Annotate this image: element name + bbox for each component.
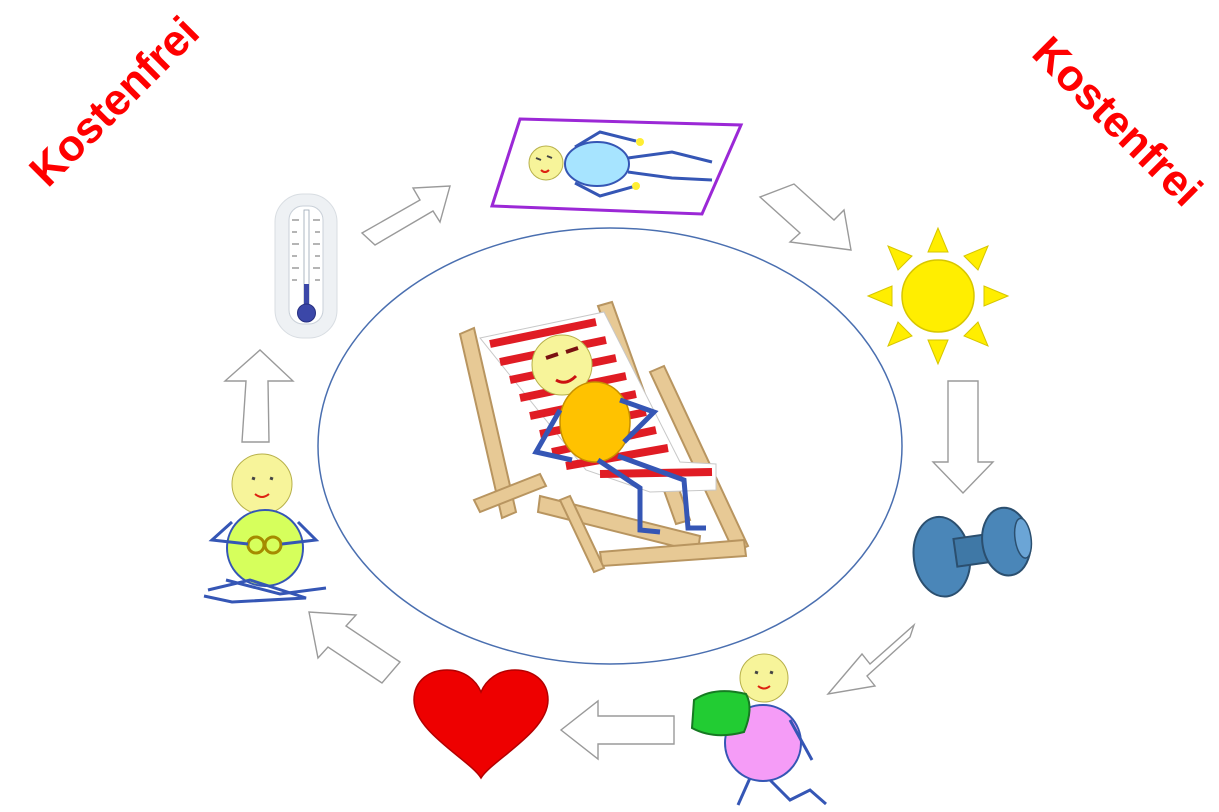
thermometer-icon [275, 194, 337, 338]
deck-chair-figure-icon [460, 302, 748, 572]
arrow-up-left [309, 612, 400, 683]
sun-icon [868, 228, 1008, 364]
arrow-down-sun [933, 381, 993, 493]
arrow-down-left [828, 625, 914, 694]
dumbbell-icon [909, 504, 1038, 600]
arrow-down-right [760, 184, 851, 250]
meditating-figure-icon [204, 454, 326, 602]
running-figure-icon [692, 654, 826, 805]
lying-figure-icon [492, 119, 741, 214]
arrow-up-left-side [225, 350, 293, 442]
heart-icon [414, 670, 548, 778]
arrow-up-right [362, 186, 450, 245]
arrow-left-bottom [561, 701, 674, 759]
